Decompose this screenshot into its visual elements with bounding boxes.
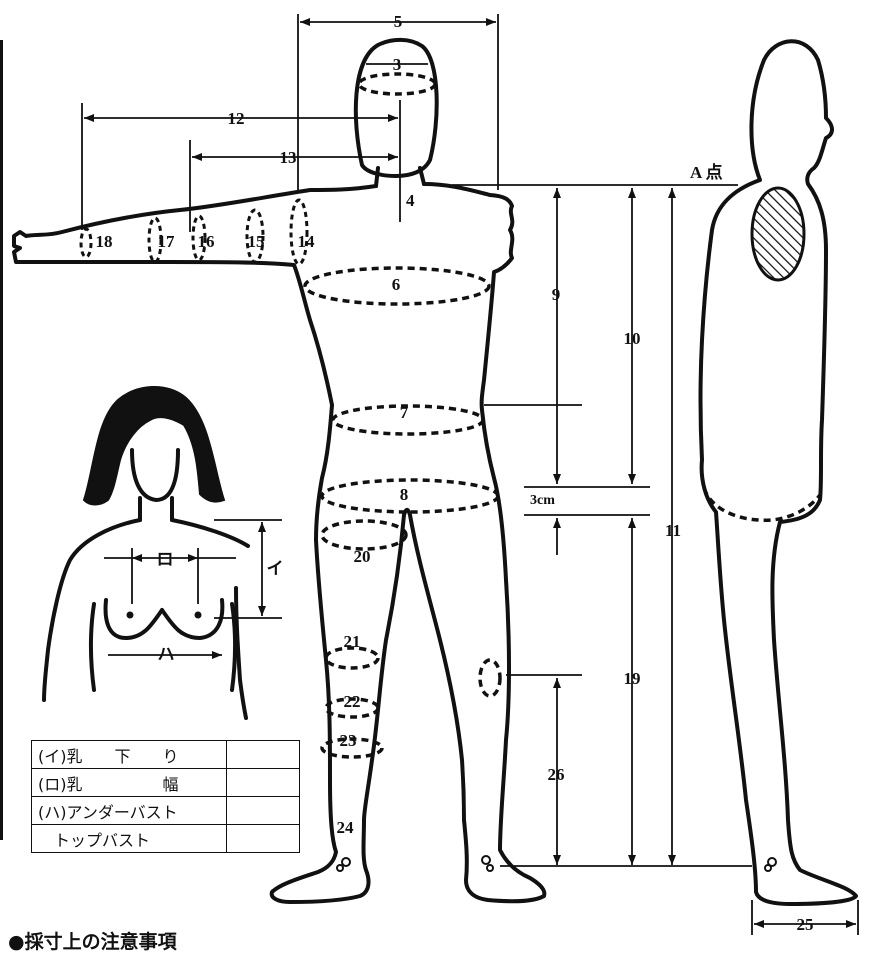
label-9: 9: [552, 285, 561, 304]
label-14: 14: [298, 232, 316, 251]
table-cell-label: (ロ)乳 幅: [32, 769, 227, 797]
a-point-label: A 点: [690, 162, 723, 182]
table-row: (ハ)アンダーバスト: [32, 797, 300, 825]
label-4: 4: [406, 191, 415, 210]
label-13: 13: [280, 148, 297, 167]
label-16: 16: [198, 232, 215, 251]
label-26: 26: [548, 765, 565, 784]
label-18: 18: [96, 232, 113, 251]
table-cell-label: (イ)乳 下 り: [32, 741, 227, 769]
notes-title: ●採寸上の注意事項: [8, 932, 177, 952]
table-cell-value[interactable]: [227, 769, 300, 797]
label-25: 25: [797, 915, 814, 934]
table-cell-label: トップバスト: [32, 825, 227, 853]
label-24: 24: [337, 818, 355, 837]
label-11: 11: [665, 521, 681, 540]
label-22: 22: [344, 692, 361, 711]
table-cell-label: (ハ)アンダーバスト: [32, 797, 227, 825]
label-20: 20: [354, 547, 371, 566]
label-10: 10: [624, 329, 641, 348]
table-cell-value[interactable]: [227, 741, 300, 769]
label-17: 17: [158, 232, 176, 251]
side-figure: [701, 41, 857, 904]
table-cell-value[interactable]: [227, 797, 300, 825]
label-6: 6: [392, 275, 401, 294]
label-21: 21: [344, 632, 361, 651]
bust-ro-label: ロ: [157, 550, 174, 570]
label-3: 3: [393, 55, 402, 74]
table-row: (ロ)乳 幅: [32, 769, 300, 797]
label-19: 19: [624, 669, 641, 688]
label-23: 23: [340, 731, 357, 750]
bust-i-label: イ: [267, 559, 284, 579]
bust-measurement-table: (イ)乳 下 り (ロ)乳 幅 (ハ)アンダーバスト トップバスト: [31, 740, 300, 853]
bust-ha-label: ハ: [158, 645, 175, 665]
three-cm-label: 3cm: [530, 493, 555, 508]
table-row: (イ)乳 下 り: [32, 741, 300, 769]
label-7: 7: [400, 403, 409, 422]
label-15: 15: [248, 232, 265, 251]
label-5: 5: [394, 12, 403, 31]
label-12: 12: [228, 109, 245, 128]
table-row: トップバスト: [32, 825, 300, 853]
table-cell-value[interactable]: [227, 825, 300, 853]
label-8: 8: [400, 485, 409, 504]
